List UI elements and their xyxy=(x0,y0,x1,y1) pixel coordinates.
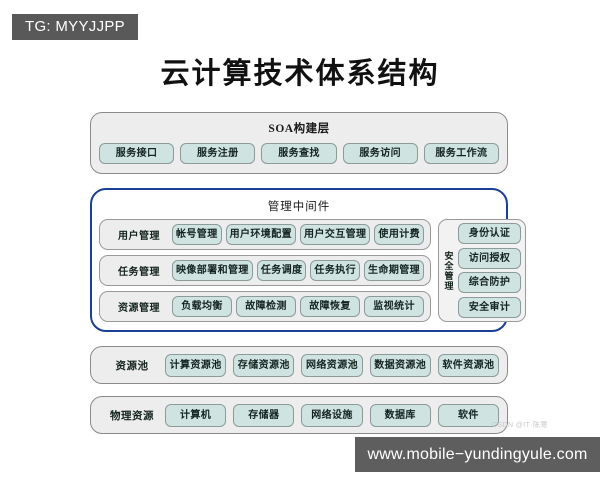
soa-layer-title: SOA构建层 xyxy=(268,123,330,135)
middleware-row-cells: 映像部署和管理 任务调度 任务执行 生命期管理 xyxy=(172,260,425,281)
resource-pool-cell[interactable]: 计算资源池 xyxy=(165,353,227,377)
security-management-panel: 安 全 管 理 身份认证 访问授权 综合防护 安全审计 xyxy=(438,219,527,322)
middleware-cell[interactable]: 用户环境配置 xyxy=(225,224,297,245)
url-watermark-bar: www.mobile−yundingyule.com xyxy=(355,437,600,472)
middleware-cell[interactable]: 使用计费 xyxy=(374,224,425,245)
middleware-cell[interactable]: 帐号管理 xyxy=(172,224,222,245)
middleware-cell[interactable]: 映像部署和管理 xyxy=(172,260,253,281)
middleware-row-task: 任务管理 映像部署和管理 任务调度 任务执行 生命期管理 xyxy=(99,255,432,286)
middleware-cell[interactable]: 监视统计 xyxy=(364,296,425,317)
resource-pool-label: 资源池 xyxy=(115,360,149,372)
middleware-layer-title: 管理中间件 xyxy=(267,201,331,213)
physical-resource-cell[interactable]: 数据库 xyxy=(369,403,431,427)
middleware-row-user: 用户管理 帐号管理 用户环境配置 用户交互管理 使用计费 xyxy=(99,219,432,250)
soa-layer-cells: 服务接口 服务注册 服务查找 服务访问 服务工作流 xyxy=(91,136,507,164)
resource-pool-cell[interactable]: 存储资源池 xyxy=(233,353,295,377)
middleware-cell[interactable]: 任务执行 xyxy=(310,260,361,281)
csdn-watermark: CSDN @IT·陈寒 xyxy=(492,422,548,429)
physical-resource-cell[interactable]: 计算机 xyxy=(165,403,227,427)
security-label-char: 管 xyxy=(444,270,454,281)
physical-resource-cells: 计算机 存储器 网络设施 数据库 软件 xyxy=(165,403,500,427)
physical-resource-cell[interactable]: 存储器 xyxy=(233,403,295,427)
middleware-cell[interactable]: 生命期管理 xyxy=(364,260,425,281)
security-cell[interactable]: 安全审计 xyxy=(458,296,522,318)
security-cell[interactable]: 综合防护 xyxy=(458,272,522,294)
architecture-diagram: SOA构建层 服务接口 服务注册 服务查找 服务访问 服务工作流 管理中间件 用… xyxy=(90,112,527,446)
middleware-rows: 用户管理 帐号管理 用户环境配置 用户交互管理 使用计费 任务管理 映像部署和管… xyxy=(99,219,432,322)
middleware-cell[interactable]: 故障检测 xyxy=(236,296,297,317)
middleware-cell[interactable]: 用户交互管理 xyxy=(300,224,371,245)
physical-resource-cell[interactable]: 网络设施 xyxy=(301,403,363,427)
middleware-row-label: 资源管理 xyxy=(118,303,160,314)
resource-pool-cell[interactable]: 数据资源池 xyxy=(369,353,431,377)
middleware-cell[interactable]: 故障恢复 xyxy=(300,296,361,317)
soa-cell[interactable]: 服务工作流 xyxy=(423,143,500,164)
security-cells: 身份认证 访问授权 综合防护 安全审计 xyxy=(458,223,522,318)
middleware-row-cells: 负载均衡 故障检测 故障恢复 监视统计 xyxy=(172,296,425,317)
middleware-row-cells: 帐号管理 用户环境配置 用户交互管理 使用计费 xyxy=(172,224,425,245)
physical-resource-cell[interactable]: 软件 xyxy=(437,403,500,427)
page-title: 云计算技术体系结构 xyxy=(160,58,440,90)
middleware-row-label: 任务管理 xyxy=(118,267,160,278)
resource-pool-cells: 计算资源池 存储资源池 网络资源池 数据资源池 软件资源池 xyxy=(165,353,500,377)
soa-cell[interactable]: 服务访问 xyxy=(342,143,418,164)
security-label-char: 理 xyxy=(444,280,454,291)
soa-layer: SOA构建层 服务接口 服务注册 服务查找 服务访问 服务工作流 xyxy=(90,112,508,174)
middleware-cell[interactable]: 负载均衡 xyxy=(172,296,233,317)
soa-cell[interactable]: 服务接口 xyxy=(99,143,175,164)
management-middleware-layer: 管理中间件 用户管理 帐号管理 用户环境配置 用户交互管理 使用计费 任务管理 … xyxy=(90,188,527,332)
security-label-char: 安 xyxy=(444,250,454,261)
soa-cell[interactable]: 服务查找 xyxy=(261,143,337,164)
middleware-row-label: 用户管理 xyxy=(118,231,160,242)
security-cell[interactable]: 访问授权 xyxy=(458,247,522,269)
resource-pool-cell[interactable]: 软件资源池 xyxy=(437,353,500,377)
middleware-body: 用户管理 帐号管理 用户环境配置 用户交互管理 使用计费 任务管理 映像部署和管… xyxy=(99,219,527,322)
middleware-cell[interactable]: 任务调度 xyxy=(256,260,307,281)
soa-cell[interactable]: 服务注册 xyxy=(180,143,256,164)
resource-pool-layer: 资源池 计算资源池 存储资源池 网络资源池 数据资源池 软件资源池 xyxy=(90,346,508,384)
security-cell[interactable]: 身份认证 xyxy=(458,223,522,244)
security-management-label: 安 全 管 理 xyxy=(443,223,455,318)
physical-resource-layer: 物理资源 计算机 存储器 网络设施 数据库 软件 xyxy=(90,396,508,434)
physical-resource-label: 物理资源 xyxy=(110,410,154,422)
tg-badge: TG: MYYJJPP xyxy=(12,14,138,40)
security-label-char: 全 xyxy=(444,260,454,271)
middleware-row-resource: 资源管理 负载均衡 故障检测 故障恢复 监视统计 xyxy=(99,291,432,322)
resource-pool-cell[interactable]: 网络资源池 xyxy=(301,353,363,377)
